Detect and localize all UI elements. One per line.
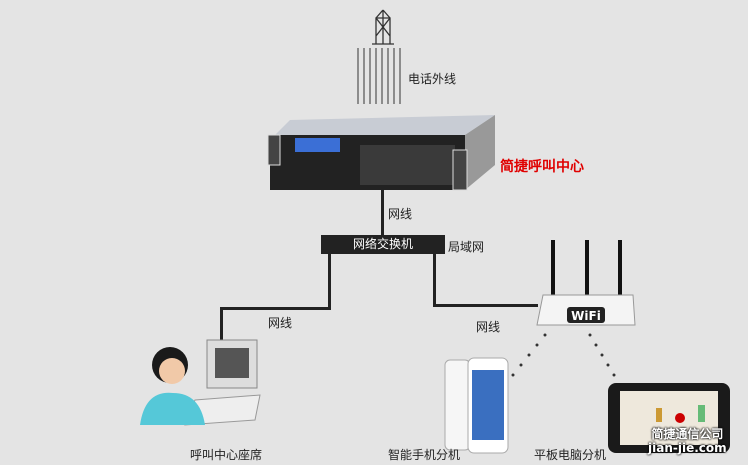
watermark: 简捷通信公司 jian-jie.com: [648, 427, 727, 455]
net-line-top-label: 网线: [388, 207, 413, 221]
wifi-logo: WiFi: [571, 309, 601, 323]
phone-lines: [357, 48, 401, 104]
tablet-label: 平板电脑分机: [534, 448, 607, 462]
smartphone: [444, 357, 509, 454]
smartphone-label: 智能手机分机: [388, 448, 461, 462]
agent-workstation: [140, 339, 261, 426]
net-line-left-label: 网线: [268, 316, 293, 330]
server-chassis: [267, 115, 495, 191]
server-label: 简捷呼叫中心: [500, 159, 584, 175]
net-line-right-label: 网线: [476, 320, 501, 334]
antenna-tower-icon: [372, 9, 394, 45]
watermark-name: 简捷通信公司: [651, 427, 724, 441]
agent-label: 呼叫中心座席: [190, 448, 263, 462]
wifi-router: WiFi: [536, 240, 636, 326]
phone-lines-label: 电话外线: [408, 72, 457, 86]
lan-label: 局域网: [448, 240, 485, 254]
watermark-url: jian-jie.com: [648, 441, 727, 455]
network-switch: 网络交换机: [321, 235, 445, 254]
tablet: [608, 383, 730, 453]
